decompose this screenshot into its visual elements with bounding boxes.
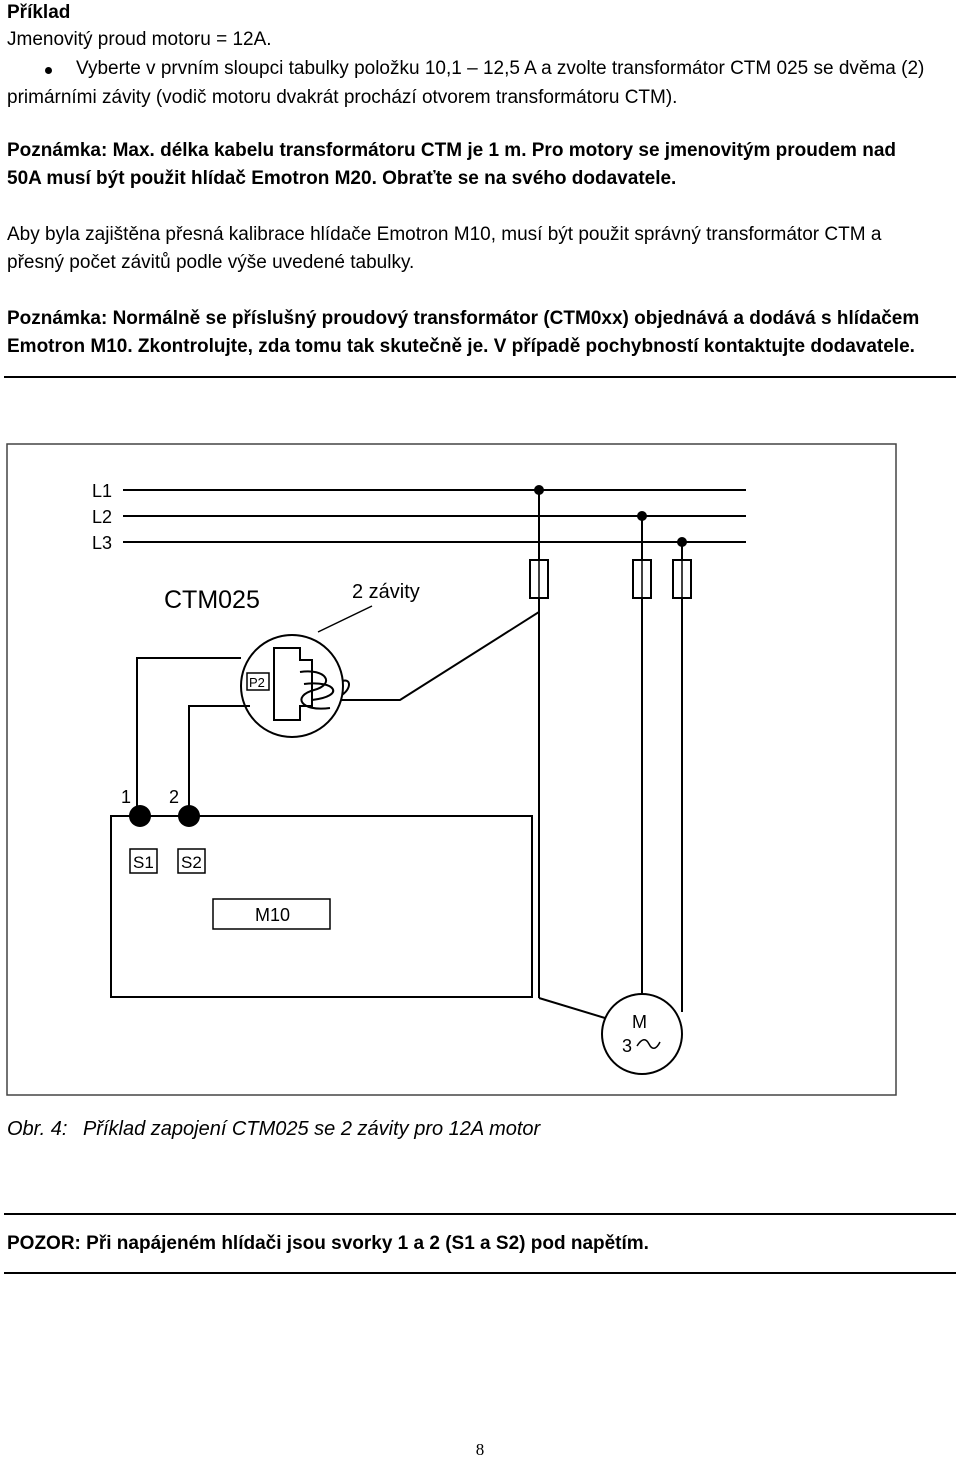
page-number: 8 — [475, 1440, 485, 1459]
m10-label: M10 — [255, 905, 290, 925]
motor-wire-l1-loop — [340, 598, 540, 701]
figure-caption-text: Příklad zapojení CTM025 se 2 závity pro … — [82, 1118, 541, 1140]
ctm-wire-1 — [136, 657, 241, 810]
diagram-frame — [6, 443, 897, 1096]
ctm-wire-2 — [188, 705, 250, 810]
calibration-line-1: Aby byla zajištěna přesná kalibrace hlíd… — [7, 224, 882, 245]
terminal-label-2: 2 — [169, 787, 179, 807]
warning-bottom-rule — [4, 1272, 956, 1274]
motor-label: M — [632, 1012, 647, 1032]
s1-label: S1 — [133, 853, 154, 872]
bullet-line-1: Vyberte v prvním sloupci tabulky položku… — [76, 58, 925, 79]
figure-caption-prefix: Obr. 4: — [7, 1118, 68, 1140]
terminal-label-1: 1 — [121, 787, 131, 807]
phase-label-l1: L1 — [92, 481, 112, 501]
motor-phase-label: 3 — [622, 1036, 632, 1056]
s2-label: S2 — [181, 853, 202, 872]
p2-label: P2 — [249, 675, 265, 690]
section-divider — [4, 376, 956, 378]
turns-pointer — [317, 605, 373, 633]
motor-icon — [601, 993, 683, 1075]
note-max-cable-line-2: 50A musí být použit hlídač Emotron M20. … — [7, 168, 677, 189]
figure-caption: Obr. 4: Příklad zapojení CTM025 se 2 záv… — [7, 1118, 540, 1141]
bullet-line-2: primárními závity (vodič motoru dvakrát … — [7, 87, 678, 108]
m10-unit — [110, 815, 533, 998]
phase-label-l2: L2 — [92, 507, 112, 527]
note-max-cable: Poznámka: Max. délka kabelu transformáto… — [7, 137, 957, 193]
calibration-paragraph: Aby byla zajištěna přesná kalibrace hlíd… — [7, 221, 957, 277]
note-ctm-supply: Poznámka: Normálně se příslušný proudový… — [7, 305, 957, 361]
warning-text: POZOR: Při napájeném hlídači jsou svorky… — [7, 1233, 649, 1254]
note-ctm-supply-line-1: Poznámka: Normálně se příslušný proudový… — [7, 308, 920, 329]
s2-box — [177, 848, 206, 874]
m10-label-box — [212, 898, 331, 930]
heading: Příklad — [7, 2, 71, 23]
s1-box — [129, 848, 158, 874]
bullet-icon — [45, 67, 52, 74]
p2-box — [246, 672, 270, 691]
note-ctm-supply-line-2: Emotron M10. Zkontrolujte, zda tomu tak … — [7, 336, 915, 357]
calibration-line-2: přesný počet závitů podle výše uvedené t… — [7, 252, 415, 273]
ac-wave-icon — [636, 1039, 661, 1049]
bullet-item: Vyberte v prvním sloupci tabulky položku… — [7, 54, 957, 112]
ctm-label: CTM025 — [164, 586, 260, 614]
turns-label: 2 závity — [352, 581, 420, 603]
note-max-cable-line-1: Poznámka: Max. délka kabelu transformáto… — [7, 140, 896, 161]
warning-top-rule — [4, 1213, 956, 1215]
phase-label-l3: L3 — [92, 533, 112, 553]
rated-current-text: Jmenovitý proud motoru = 12A. — [7, 29, 272, 50]
